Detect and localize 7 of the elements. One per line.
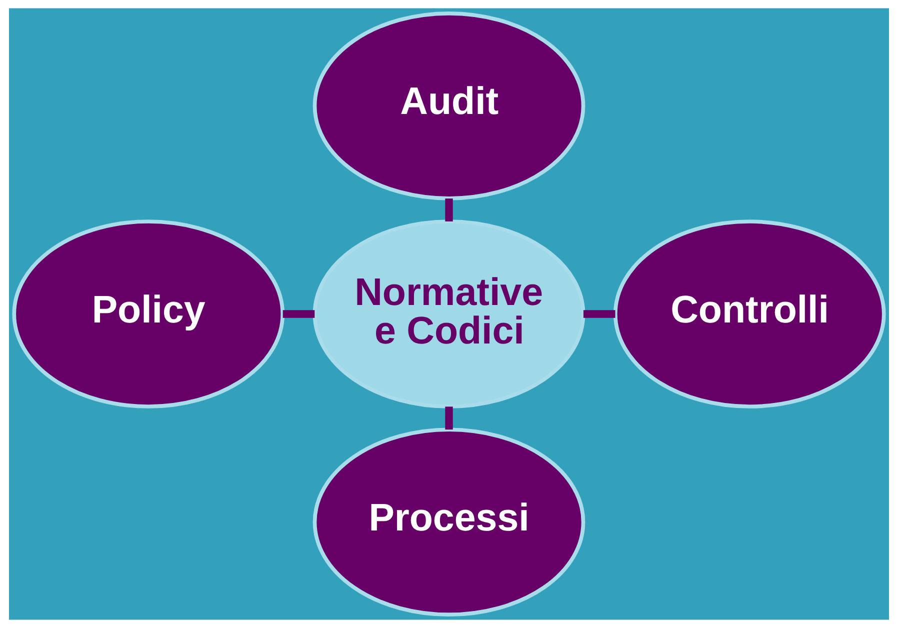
connector: [445, 198, 453, 222]
node-ellipse: Policy: [12, 220, 285, 408]
node-ellipse: Audit: [312, 11, 586, 200]
node-ellipse: Controlli: [613, 220, 886, 408]
connector: [445, 406, 453, 430]
node-ellipse: Normative e Codici: [312, 220, 586, 408]
node-ellipse: Processi: [312, 428, 586, 617]
